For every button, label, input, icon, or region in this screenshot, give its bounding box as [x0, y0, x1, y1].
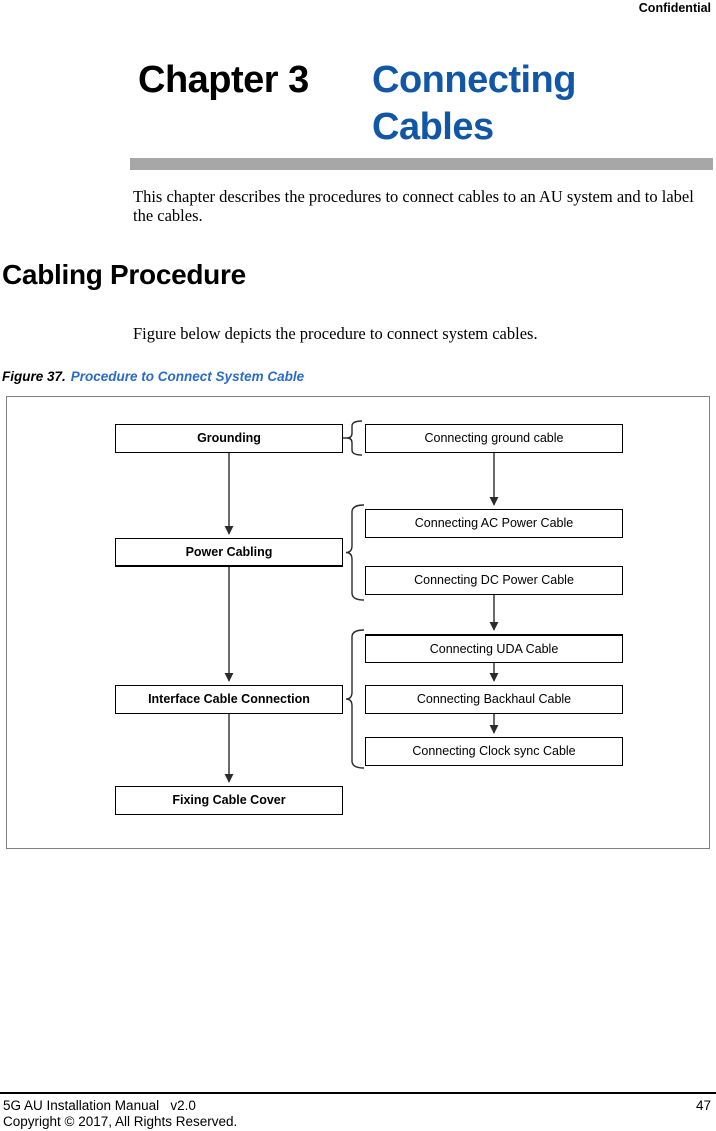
flow-step-connecting-uda-cable: Connecting UDA Cable — [365, 634, 623, 663]
flow-step-connecting-ground-cable: Connecting ground cable — [365, 424, 623, 453]
figure-caption-title: Procedure to Connect System Cable — [70, 369, 305, 384]
brace-power-cabling — [345, 504, 365, 601]
flow-step-power-cabling: Power Cabling — [115, 538, 343, 567]
figure-caption: Figure 37. Procedure to Connect System Ca… — [2, 369, 304, 384]
figure-number-label: Figure 37. — [2, 369, 66, 384]
flow-step-connecting-ac-power-cable: Connecting AC Power Cable — [365, 509, 623, 538]
flow-braces — [342, 420, 365, 769]
flow-step-fixing-cable-cover: Fixing Cable Cover — [115, 786, 343, 815]
flowchart-connectors — [224, 420, 499, 783]
section-title: Cabling Procedure — [2, 259, 246, 290]
chapter-heading: Chapter 3 Connecting Cables — [138, 57, 658, 167]
footer-rule — [0, 1092, 716, 1094]
brace-grounding — [346, 420, 363, 456]
flow-step-grounding: Grounding — [115, 424, 343, 453]
footer-copyright: Copyright © 2017, All Rights Reserved. — [3, 1114, 238, 1129]
footer-manual-title: 5G AU Installation Manual v2.0 — [3, 1098, 196, 1113]
flow-step-connecting-backhaul-cable: Connecting Backhaul Cable — [365, 685, 623, 714]
figure-lead-paragraph: Figure below depicts the procedure to co… — [133, 324, 538, 343]
chapter-title: Connecting Cables — [372, 59, 576, 148]
intro-paragraph: This chapter describes the procedures to… — [133, 187, 694, 225]
flow-arrows — [224, 453, 499, 783]
flow-step-connecting-dc-power-cable: Connecting DC Power Cable — [365, 566, 623, 595]
confidential-label: Confidential — [638, 1, 711, 15]
heading-rule — [130, 158, 713, 170]
flow-step-interface-cable-connection: Interface Cable Connection — [115, 685, 343, 714]
flow-step-connecting-clock-sync-cable: Connecting Clock sync Cable — [365, 737, 623, 766]
figure-box: Grounding Power Cabling Interface Cable … — [6, 396, 710, 849]
page-number: 47 — [695, 1098, 711, 1113]
chapter-number: Chapter 3 — [138, 59, 309, 101]
brace-interface-cables — [345, 629, 365, 769]
